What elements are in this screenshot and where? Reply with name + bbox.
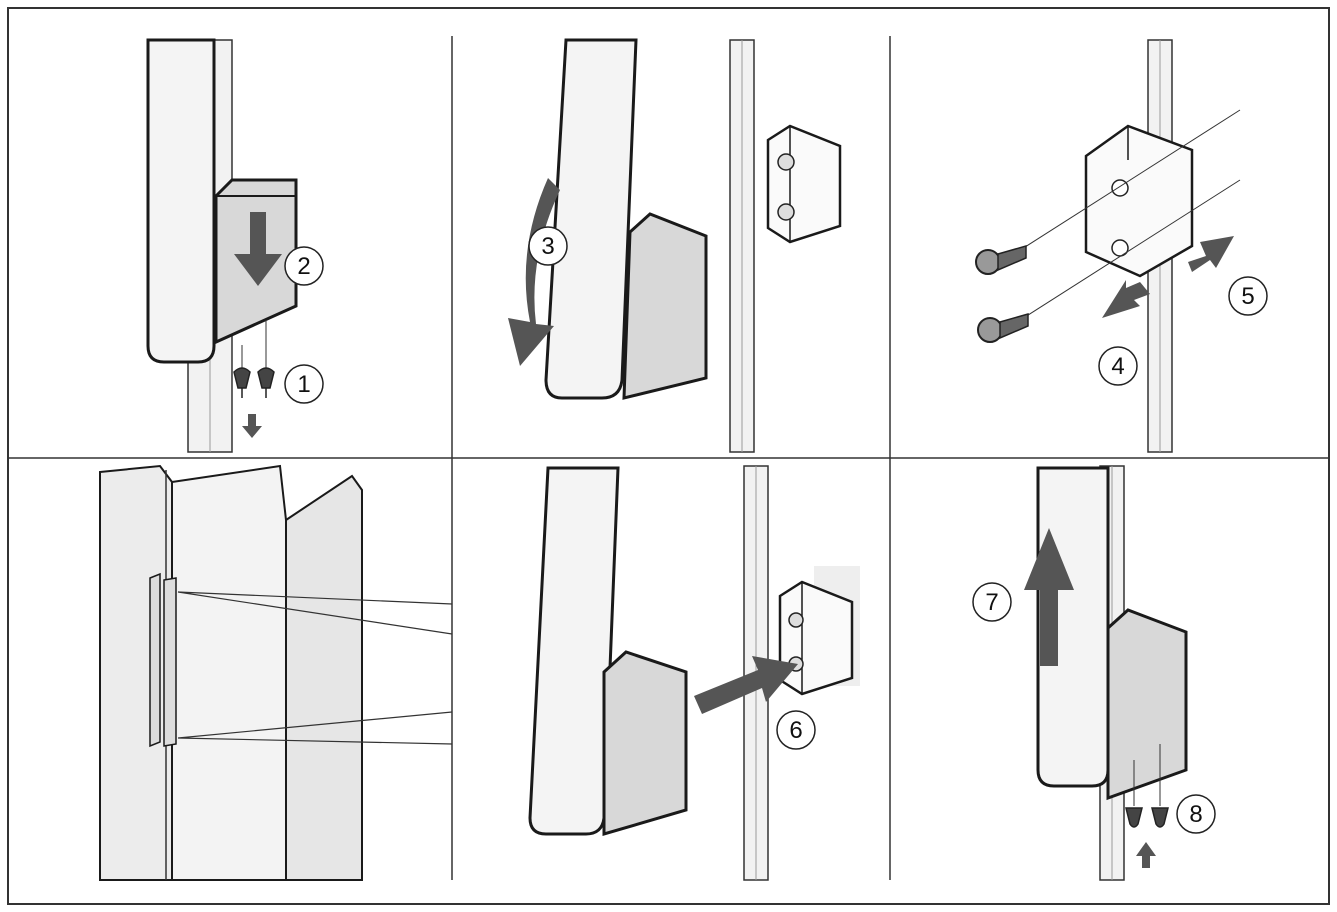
arrow-up-icon (1024, 528, 1074, 666)
panel-step-1-2 (146, 38, 298, 453)
step-callout-8: 8 (1176, 794, 1216, 834)
arrow-left-icon (1102, 280, 1150, 318)
arrow-right-icon (1188, 236, 1234, 272)
end-cap (622, 212, 708, 400)
panel-step-7-8 (1024, 465, 1188, 881)
step-callout-1: 1 (284, 364, 324, 404)
end-cap (1106, 608, 1188, 801)
step-number: 7 (985, 589, 998, 616)
screw-icon (233, 320, 275, 398)
step-callout-5: 5 (1228, 276, 1268, 316)
handle-bar (544, 38, 638, 400)
bracket-icon (1084, 124, 1194, 278)
arrow-down-icon (242, 414, 262, 438)
step-number: 2 (297, 253, 310, 280)
door-handle (149, 572, 177, 748)
arrow-up-icon (1136, 842, 1156, 868)
panel-fridge-overview (99, 464, 453, 881)
step-callout-6: 6 (776, 710, 816, 750)
step-number: 6 (789, 717, 802, 744)
step-number: 1 (297, 371, 310, 398)
step-number: 3 (541, 233, 554, 260)
arrow-right-icon (694, 656, 798, 714)
panel-step-4-5 (975, 39, 1241, 453)
handle-bar (146, 38, 216, 364)
fridge-right-door (171, 464, 287, 881)
bracket-icon (778, 580, 854, 696)
step-callout-3: 3 (528, 226, 568, 266)
step-callout-2: 2 (284, 246, 324, 286)
screw-icon (1125, 744, 1169, 828)
panel-step-3 (508, 38, 842, 453)
bracket-icon (766, 124, 842, 244)
step-callout-7: 7 (972, 582, 1012, 622)
curved-arrow-icon (508, 178, 560, 366)
panel-step-6 (528, 465, 860, 881)
step-number: 8 (1189, 801, 1202, 828)
zoom-lines (177, 591, 453, 745)
step-number: 4 (1111, 353, 1124, 380)
end-cap (602, 650, 688, 837)
arrow-down-icon (234, 212, 282, 286)
fridge-side-panel (285, 474, 363, 881)
fridge-left-door (99, 464, 173, 881)
step-callout-4: 4 (1098, 346, 1138, 386)
step-number: 5 (1241, 283, 1254, 310)
screw-icon (975, 245, 1029, 343)
